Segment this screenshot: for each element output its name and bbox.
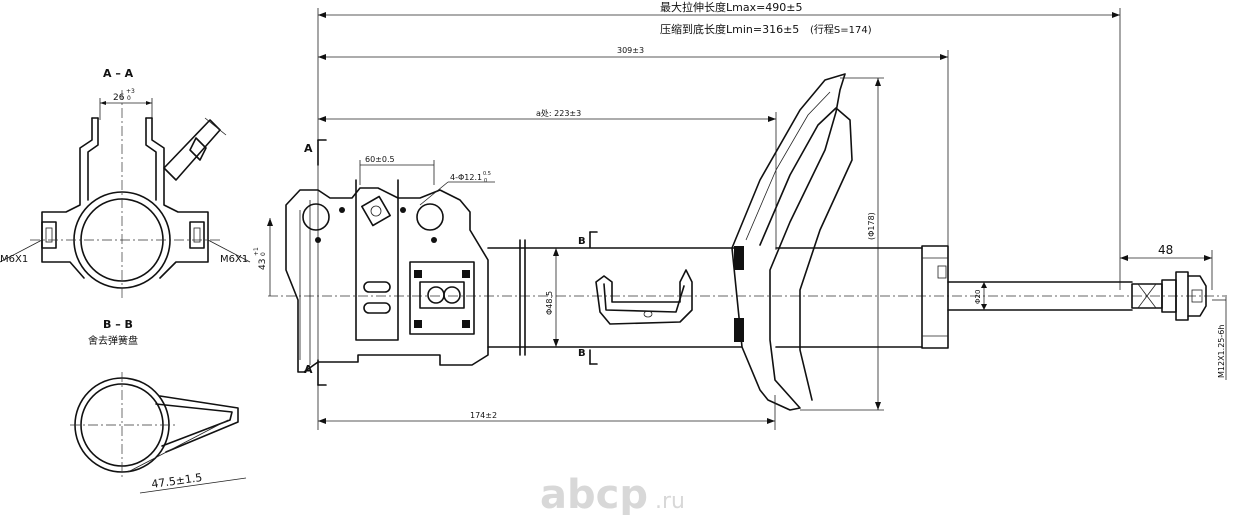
- dim-26: 26: [113, 93, 125, 103]
- marker-b-top: B: [578, 236, 586, 247]
- dim-26-tol-lower: 0: [127, 95, 131, 102]
- abcp-watermark: abcp .ru: [540, 472, 685, 515]
- watermark-tld: .ru: [655, 489, 685, 514]
- dim-phi20: Φ20: [974, 290, 982, 304]
- section-b-b-view: B – B 舍去弹簧盘 47.5±1.5: [70, 318, 247, 494]
- dim-phi48-5: Φ48.5: [545, 291, 554, 315]
- dim-26-tol-upper: +3: [126, 88, 135, 95]
- dim-48: 48: [1158, 243, 1173, 257]
- section-b-b-note: 舍去弹簧盘: [88, 334, 138, 347]
- dim-lmax: 最大拉伸长度Lmax=490±5: [660, 0, 803, 14]
- dim-309: 309±3: [617, 46, 644, 55]
- dim-223: a处: 223±3: [536, 108, 581, 118]
- dim-lmin: 压缩到底长度Lmin=316±5: [660, 22, 799, 36]
- marker-a-top: A: [304, 142, 313, 155]
- main-strut-view: 最大拉伸长度Lmax=490±5 压缩到底长度Lmin=316±5 (行程S=1…: [253, 0, 1227, 430]
- dim-holes-tol-upper: 0.5: [483, 171, 491, 177]
- thread-right-label: M6X1: [220, 254, 248, 265]
- dim-holes: 4-Φ12.1: [450, 173, 482, 182]
- dim-m12: M12X1.25-6h: [1217, 325, 1226, 378]
- section-b-b-title: B – B: [103, 318, 133, 331]
- dim-60: 60±0.5: [365, 155, 395, 164]
- marker-b-bottom: B: [578, 348, 586, 359]
- dim-43: 43: [258, 259, 268, 270]
- section-a-a-view: A – A 26 +3 0 M6X1 M6X1: [0, 67, 251, 300]
- dim-stroke: (行程S=174): [810, 23, 872, 36]
- watermark-brand: abcp: [540, 472, 648, 515]
- dim-43-tol-lower: 0: [260, 252, 267, 256]
- section-a-a-title: A – A: [103, 67, 134, 80]
- dim-43-tol-upper: +1: [253, 247, 260, 256]
- thread-left-label: M6X1: [0, 254, 28, 265]
- dim-174: 174±2: [470, 411, 497, 420]
- dim-holes-tol-lower: 0: [484, 178, 487, 184]
- dim-phi178: (Φ178): [867, 212, 876, 240]
